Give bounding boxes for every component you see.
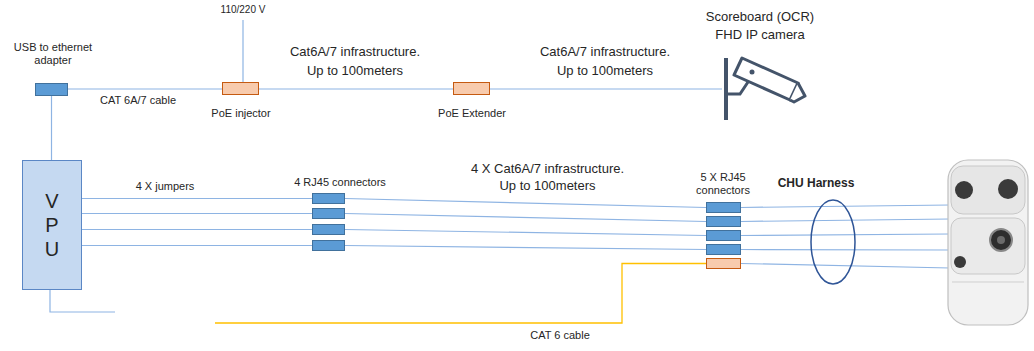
cable-line bbox=[345, 214, 706, 222]
harness-wire bbox=[741, 249, 950, 251]
camera-bracket bbox=[726, 82, 748, 94]
adapter-box: USB to ethernet adapter bbox=[35, 83, 68, 96]
cable-label: CAT 6A/7 cable bbox=[93, 94, 183, 107]
chu-lens bbox=[998, 179, 1018, 199]
rj45-group: 5 X RJ45 connectors bbox=[706, 202, 741, 269]
rj45-connector bbox=[706, 230, 741, 241]
harness-ellipse bbox=[811, 200, 855, 284]
cable-line bbox=[82, 213, 312, 214]
cable-line bbox=[345, 246, 706, 250]
node-label: 4 RJ45 connectors bbox=[280, 176, 400, 189]
node-label: USB to ethernet adapter bbox=[8, 41, 98, 67]
rj45-connector bbox=[312, 193, 345, 204]
rj45-connector bbox=[706, 244, 741, 255]
cable-line bbox=[68, 88, 222, 89]
node-label: Scoreboard (OCR) FHD IP camera bbox=[700, 8, 820, 44]
vpu-box: V P U bbox=[22, 160, 82, 290]
cable-line bbox=[490, 88, 722, 89]
camera-dot bbox=[750, 70, 755, 75]
cable-line bbox=[82, 198, 312, 199]
rj45-connector bbox=[312, 224, 345, 235]
rj45-group: 4 RJ45 connectors bbox=[312, 193, 345, 251]
infrastructure-label: 4 X Cat6A/7 infrastructure. Up to 100met… bbox=[465, 160, 630, 194]
chu-seam bbox=[952, 282, 1024, 283]
cable-line bbox=[51, 96, 52, 160]
node-label: 5 X RJ45 connectors bbox=[693, 171, 753, 197]
cable-line bbox=[259, 88, 453, 89]
rj45-connector bbox=[706, 216, 741, 227]
power-label: 110/220 V bbox=[208, 4, 278, 16]
rj45-connector bbox=[706, 258, 741, 269]
cable-line bbox=[82, 245, 312, 246]
cable-label: CAT 6 cable bbox=[520, 329, 600, 342]
ip-camera: Scoreboard (OCR) FHD IP camera bbox=[722, 50, 807, 125]
cat6-cable-wire bbox=[215, 264, 706, 324]
rj45-connector bbox=[312, 208, 345, 219]
cable-line bbox=[82, 229, 312, 230]
camera-head-unit bbox=[948, 160, 1028, 325]
cable-line bbox=[345, 230, 706, 236]
harness-label: CHU Harness bbox=[774, 176, 858, 190]
node-title: V P U bbox=[40, 189, 64, 261]
harness-wire bbox=[741, 234, 950, 236]
cable-label: Cat6A/7 infrastructure. Up to 100meters bbox=[535, 42, 675, 80]
poe-extender-box: PoE Extender bbox=[453, 82, 490, 95]
rj45-connector bbox=[706, 202, 741, 213]
cable-label: Cat6A/7 infrastructure. Up to 100meters bbox=[285, 42, 425, 80]
jumper-label: 4 X jumpers bbox=[125, 180, 205, 193]
camera-lens bbox=[790, 83, 805, 102]
camera-body bbox=[734, 58, 798, 100]
chu-lens bbox=[990, 229, 1012, 251]
poe-injector-box: PoE injector bbox=[222, 82, 259, 95]
power-wire bbox=[242, 20, 243, 82]
vpu-wire bbox=[50, 290, 115, 312]
chu-body bbox=[948, 160, 1028, 325]
chu-top-band bbox=[951, 166, 1025, 214]
chu-lens bbox=[955, 181, 973, 199]
rj45-connector bbox=[312, 240, 345, 251]
camera-icon bbox=[722, 50, 807, 125]
harness-wire bbox=[741, 264, 950, 269]
chu-mid-band bbox=[951, 218, 1025, 274]
cable-line bbox=[345, 199, 706, 208]
wall-mount bbox=[724, 58, 728, 120]
harness-wire bbox=[741, 219, 950, 222]
chu-lens-glass bbox=[997, 236, 1005, 244]
node-label: PoE injector bbox=[201, 107, 281, 120]
node-label: PoE Extender bbox=[432, 107, 512, 120]
chu-lens bbox=[954, 256, 966, 268]
